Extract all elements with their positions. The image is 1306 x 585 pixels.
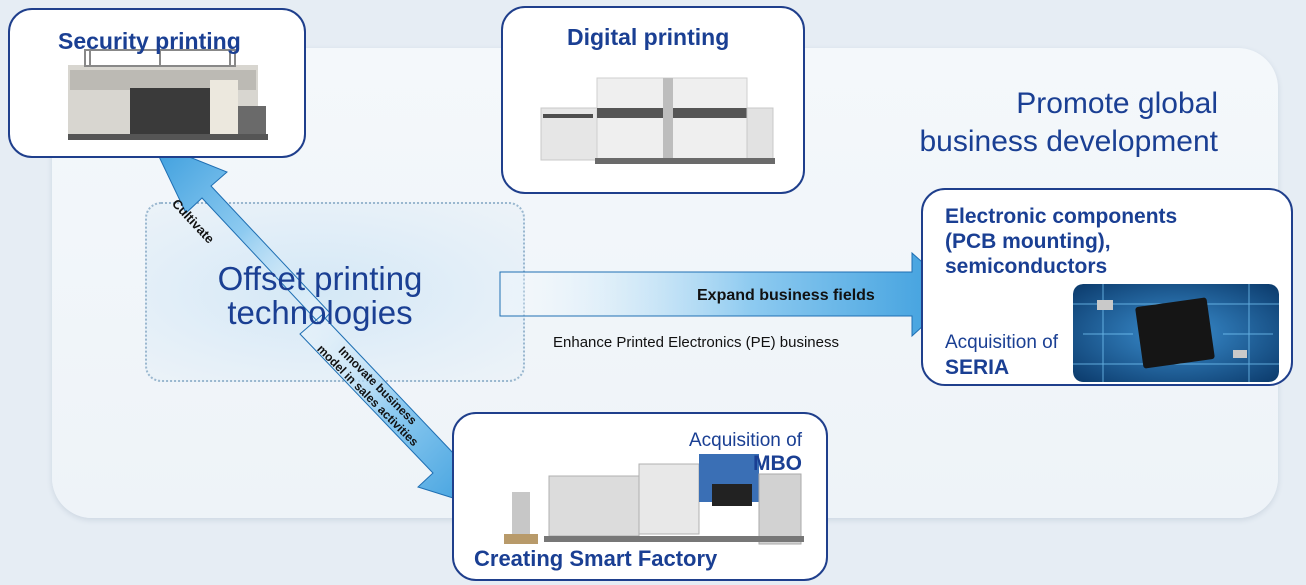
- mbo-acquisition-name: MBO: [753, 452, 802, 475]
- expand-label: Expand business fields: [697, 287, 875, 304]
- security-printing-card: Security printing: [8, 8, 306, 158]
- smart-factory-title: Creating Smart Factory: [474, 546, 718, 571]
- digital-printing-title: Digital printing: [567, 24, 730, 50]
- digital-printing-card: Digital printing: [501, 6, 805, 194]
- core-title-line1: Offset printing: [217, 260, 423, 297]
- core-title-line2: technologies: [227, 294, 413, 331]
- enhance-label: Enhance Printed Electronics (PE) busines…: [553, 334, 839, 351]
- seria-acquisition-label: Acquisition of: [945, 332, 1059, 353]
- headline-line1: Promote global: [1016, 87, 1218, 120]
- smart-factory-card: Acquisition of MBO Creating Smart Factor…: [452, 412, 828, 581]
- seria-acquisition-name: SERIA: [945, 356, 1010, 379]
- mbo-acquisition-label: Acquisition of: [688, 430, 802, 451]
- headline-line2: business development: [919, 125, 1218, 158]
- security-printer-image: [68, 49, 268, 140]
- headline: Promote global business development: [919, 85, 1218, 161]
- security-printing-title: Security printing: [58, 28, 241, 54]
- electronic-components-card: Electronic components (PCB mounting), se…: [921, 188, 1293, 386]
- electronic-title-line2: (PCB mounting),: [945, 230, 1111, 253]
- electronic-title-line3: semiconductors: [945, 255, 1108, 278]
- electronic-title-line1: Electronic components: [945, 205, 1178, 228]
- circuit-board-image: [1073, 284, 1279, 382]
- core-title: Offset printing technologies: [170, 262, 470, 330]
- digital-printer-image: [540, 77, 775, 164]
- electronic-components-title: Electronic components (PCB mounting), se…: [945, 204, 1177, 279]
- smart-factory-image: [504, 454, 804, 545]
